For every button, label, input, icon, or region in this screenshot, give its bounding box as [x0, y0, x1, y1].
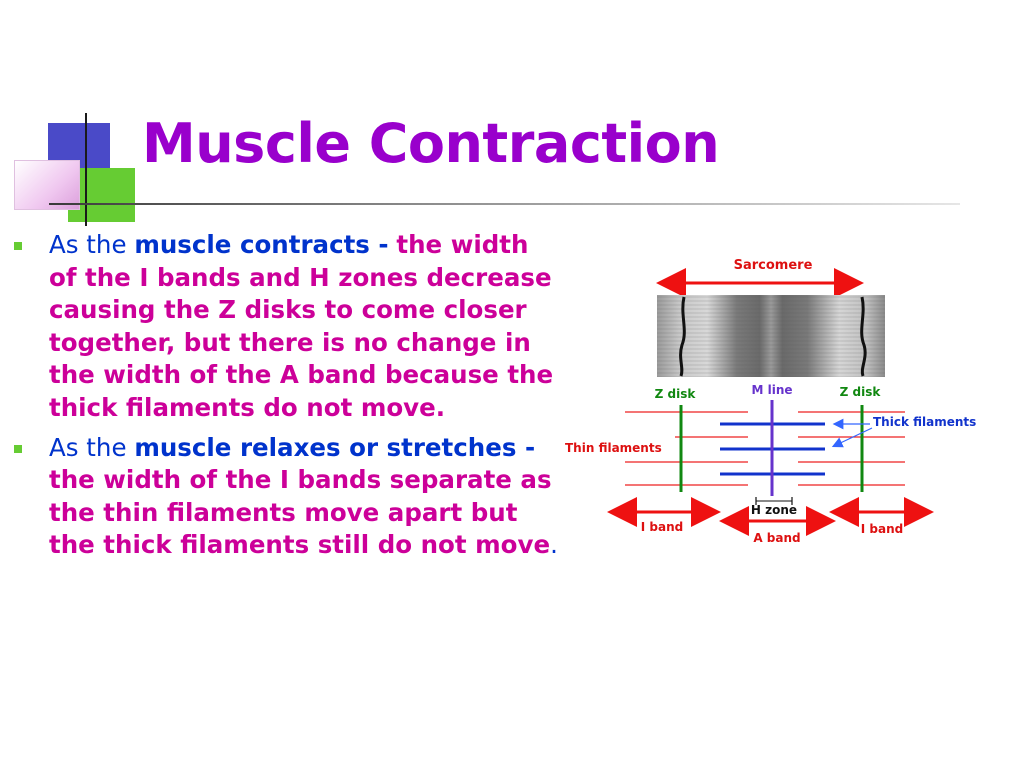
bullet-emphasis: muscle relaxes or stretches -: [134, 432, 536, 462]
thick-callout-arrow: [831, 427, 873, 448]
h-zone-bracket: [755, 497, 793, 505]
bullet-tail: .: [550, 530, 558, 560]
i-band-left-label: I band: [641, 520, 683, 534]
bullet-intro: As the: [49, 230, 127, 259]
bullet-intro: As the: [49, 432, 127, 462]
bullet-body: the width of the I bands separate as the…: [49, 465, 552, 560]
decor-pink-square: [14, 160, 80, 210]
a-band-label: A band: [753, 531, 800, 545]
sarcomere-label: Sarcomere: [734, 258, 813, 273]
slide-title: Muscle Contraction: [142, 112, 720, 175]
bullet-item: As the muscle contracts - the width of t…: [14, 229, 559, 425]
bullet-square-icon: [14, 444, 22, 453]
thick-filaments-label: Thick filaments: [873, 415, 976, 429]
i-band-right-label: I band: [861, 522, 903, 536]
decor-vertical-line: [85, 113, 87, 226]
thin-filaments: [625, 411, 905, 486]
m-line-label: M line: [751, 383, 792, 397]
micrograph-image: [657, 295, 885, 377]
z-disk-left-label: Z disk: [655, 387, 697, 401]
bullet-emphasis: muscle contracts -: [134, 230, 389, 259]
h-zone-label: H zone: [751, 503, 797, 517]
bullet-square-icon: [14, 242, 22, 250]
thin-filaments-label: Thin filaments: [565, 441, 662, 455]
z-disk-right-label: Z disk: [840, 385, 882, 399]
title-underline: [49, 203, 960, 205]
bullet-list: As the muscle contracts - the width of t…: [14, 229, 559, 569]
bullet-item: As the muscle relaxes or stretches - the…: [14, 432, 559, 562]
sarcomere-diagram: Sarcomere Z disk M line Z disk Thick fil…: [565, 258, 976, 545]
bullet-body: the width of the I bands and H zones dec…: [49, 230, 554, 422]
